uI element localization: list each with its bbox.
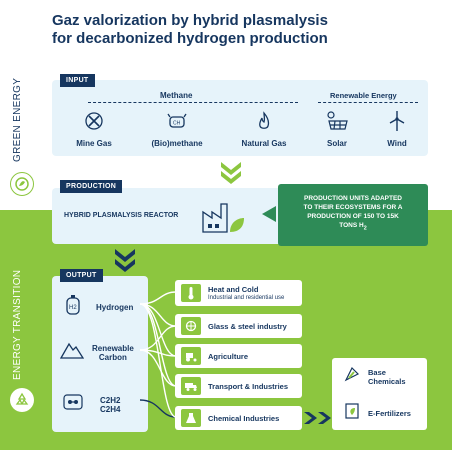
destination-label: Glass & steel industry [208, 321, 287, 331]
fertilizer-icon [344, 402, 360, 425]
flow-chevrons-down-output [115, 249, 135, 272]
note-arrow-left [262, 206, 276, 222]
input-label: Mine Gas [76, 139, 112, 148]
cow-icon: CH [137, 110, 217, 137]
side-label-energy-transition: ENERGY TRANSITION [12, 269, 23, 380]
output-connector-lines [140, 291, 177, 418]
methane-divider [88, 102, 298, 103]
input-tab: INPUT [60, 74, 95, 87]
svg-text:CH: CH [173, 121, 181, 127]
input-label: (Bio)methane [151, 139, 203, 148]
renewable-energy-header: Renewable Energy [330, 91, 397, 100]
side-label-green-energy: GREEN ENERGY [12, 77, 23, 162]
input-solar: Solar [297, 110, 377, 148]
output-label-block: Renewable Carbon [92, 344, 134, 362]
note-line-text: TONS H [339, 222, 364, 229]
carbon-pile-icon [59, 340, 85, 365]
final-label-block: E-Fertilizers [368, 409, 411, 418]
note-line: TONS H2 [278, 221, 428, 233]
output-label-block: C2H2 C2H4 [100, 396, 120, 414]
input-label: Natural Gas [241, 139, 287, 148]
production-note: PRODUCTION UNITS ADAPTED TO THEIR ECOSYS… [278, 184, 428, 246]
destination-label: Chemical Industries [208, 413, 280, 423]
hydrogen-badge: H2 [69, 305, 77, 311]
destination-heat-and-cold: Heat and Cold Industrial and residential… [175, 280, 302, 306]
title-line-2: for decarbonized hydrogen production [52, 30, 328, 47]
production-panel [52, 188, 284, 244]
hydrogen-tank-icon: H2 [64, 294, 82, 321]
destination-transport-industries: Transport & Industries [175, 374, 302, 398]
final-base-chemicals: Base Chemicals [344, 366, 406, 387]
leaf-cycle-icon [10, 172, 34, 196]
output-label: Carbon [98, 352, 127, 362]
methane-header: Methane [160, 91, 193, 100]
recycle-icon [10, 388, 34, 412]
page-title: Gaz valorization by hybrid plasmalysis f… [52, 12, 442, 48]
output-panel [52, 276, 148, 432]
mining-icon [54, 110, 134, 137]
input-natural-gas: Natural Gas [224, 110, 304, 148]
final-e-fertilizers: E-Fertilizers [344, 402, 411, 425]
solar-panel-icon [297, 110, 377, 137]
destination-label: Heat and Cold [208, 285, 259, 294]
input-mine-gas: Mine Gas [54, 110, 134, 148]
destination-label: Transport & Industries [208, 381, 289, 391]
note-line: PRODUCTION UNITS ADAPTED [304, 195, 402, 202]
thermometer-icon [181, 284, 201, 302]
glass-icon [181, 317, 201, 335]
destination-agriculture: Agriculture [175, 344, 302, 368]
destination-label: Agriculture [208, 351, 249, 361]
output-tab: OUTPUT [60, 269, 103, 282]
input-panel [52, 80, 428, 156]
flow-chevrons-right [304, 412, 331, 424]
input-biomethane: CH (Bio)methane [137, 110, 217, 148]
destination-chemical-industries: Chemical Industries [175, 406, 302, 430]
wind-turbine-icon [357, 110, 437, 137]
output-label: C2H4 [100, 404, 121, 414]
input-label: Solar [326, 139, 347, 148]
title-line-1: Gaz valorization by hybrid plasmalysis [52, 12, 328, 29]
factory-icon [200, 194, 246, 241]
output-hydrocarbons: C2H2 C2H4 [62, 392, 120, 417]
output-renewable-carbon: Renewable Carbon [59, 340, 134, 365]
flow-chevrons-down [221, 162, 241, 184]
reactor-label: HYBRID PLASMALYSIS REACTOR [64, 212, 179, 219]
destination-text: Heat and Cold Industrial and residential… [208, 285, 284, 301]
output-hydrogen: H2 Hydrogen [64, 294, 133, 321]
destination-glass-steel: Glass & steel industry [175, 314, 302, 338]
destination-sublabel: Industrial and residential use [208, 295, 285, 301]
input-label: Wind [387, 139, 407, 148]
note-line: PRODUCTION OF 150 TO 15K [307, 213, 399, 220]
output-label: Renewable [92, 343, 134, 353]
production-tab: PRODUCTION [60, 180, 123, 193]
output-label: Hydrogen [96, 303, 134, 312]
final-label: E-Fertilizers [368, 409, 411, 418]
input-wind: Wind [357, 110, 437, 148]
final-label-block: Base Chemicals [368, 368, 406, 386]
tractor-icon [181, 347, 201, 365]
note-line: TO THEIR ECOSYSTEMS FOR A [303, 204, 403, 211]
final-label: Base [368, 367, 386, 377]
chemicals-icon [344, 366, 360, 387]
note-subscript: 2 [363, 225, 367, 232]
renewable-divider [318, 102, 418, 103]
molecule-icon [62, 392, 84, 417]
output-label: C2H2 [100, 395, 121, 405]
flame-icon [224, 110, 304, 137]
flask-icon [181, 409, 201, 427]
truck-icon [181, 377, 201, 395]
final-label: Chemicals [368, 376, 406, 386]
